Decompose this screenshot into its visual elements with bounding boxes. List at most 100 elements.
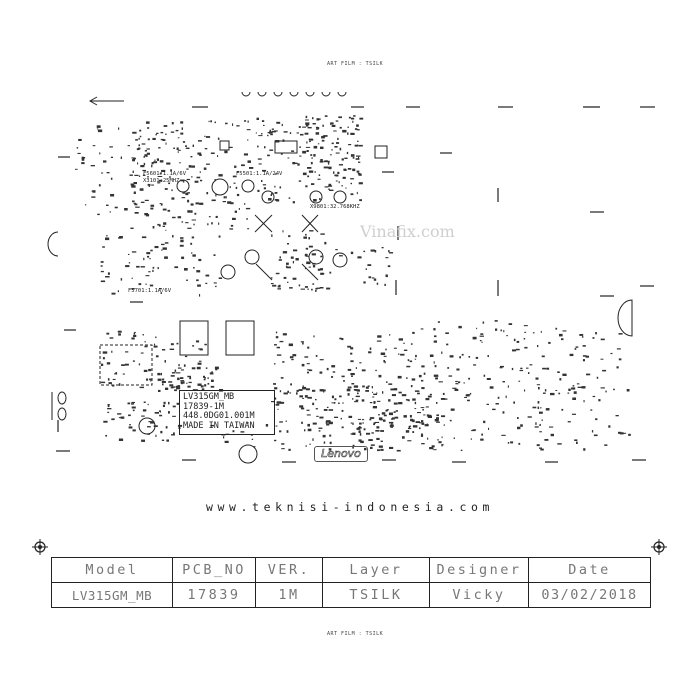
pad: [383, 360, 385, 363]
pad: [312, 123, 316, 125]
pad: [466, 394, 471, 396]
pad: [338, 164, 343, 166]
pad: [246, 422, 249, 424]
pad: [362, 385, 365, 388]
pad: [499, 367, 503, 369]
pad: [160, 203, 163, 206]
pad: [204, 384, 207, 387]
pad: [100, 381, 106, 384]
pad: [119, 236, 123, 239]
pad: [482, 321, 485, 324]
pad: [307, 127, 312, 129]
pad: [579, 334, 584, 336]
pad: [420, 434, 424, 437]
pad: [261, 133, 263, 135]
pad: [323, 166, 328, 169]
pad: [571, 413, 576, 415]
pad: [138, 137, 140, 140]
pad: [313, 335, 315, 338]
pad: [535, 422, 537, 425]
pad: [275, 272, 280, 275]
pad: [433, 361, 435, 364]
pad: [293, 249, 298, 252]
pad: [203, 379, 206, 381]
pad: [398, 353, 400, 355]
pad: [166, 162, 171, 165]
pad: [209, 372, 214, 375]
pad: [335, 180, 338, 182]
pad: [376, 426, 380, 429]
pad: [321, 135, 326, 138]
pad: [405, 399, 409, 401]
pad: [150, 204, 155, 207]
pad: [310, 154, 313, 156]
pad: [334, 398, 337, 401]
pad: [225, 122, 228, 125]
pad: [118, 333, 121, 336]
pad: [130, 227, 134, 229]
pad: [317, 118, 321, 120]
pad: [461, 353, 464, 356]
pad: [133, 332, 136, 335]
pad: [210, 120, 212, 123]
pad: [279, 186, 282, 189]
pad: [229, 186, 231, 189]
pad: [133, 191, 136, 194]
pad: [230, 224, 234, 227]
right-edge-notch: [617, 299, 633, 337]
pad: [215, 285, 217, 288]
pad: [141, 143, 146, 145]
pad: [269, 129, 271, 132]
pad: [312, 389, 316, 392]
pad: [398, 338, 403, 341]
pad: [192, 345, 195, 347]
pad: [363, 428, 366, 431]
pad: [574, 348, 577, 350]
pad: [227, 201, 232, 204]
pad: [100, 363, 104, 366]
pad: [472, 429, 477, 431]
pad: [371, 277, 375, 279]
pad: [204, 135, 206, 137]
pad: [133, 182, 137, 185]
pad: [359, 433, 362, 436]
pad: [307, 346, 310, 349]
pad: [218, 235, 221, 238]
pad: [228, 146, 233, 148]
pad: [128, 414, 131, 417]
pad: [204, 377, 206, 379]
pad: [200, 385, 204, 388]
pad: [110, 177, 113, 180]
pad: [335, 152, 340, 154]
pad: [143, 401, 146, 403]
pad: [316, 287, 321, 289]
pad: [146, 121, 150, 124]
pad: [437, 439, 439, 441]
pad: [348, 415, 353, 418]
pad: [233, 182, 236, 184]
pad: [575, 346, 579, 348]
pad: [280, 377, 284, 379]
pad: [592, 395, 596, 398]
pad: [164, 256, 168, 259]
pad: [333, 402, 336, 404]
pad: [345, 187, 347, 189]
pad: [352, 398, 354, 400]
pad: [406, 365, 411, 368]
pad: [374, 250, 377, 253]
pad: [518, 380, 521, 382]
pad: [128, 262, 131, 264]
pad: [187, 210, 191, 213]
pad: [133, 157, 136, 160]
pad: [83, 157, 86, 159]
pad: [369, 419, 372, 421]
pad: [171, 386, 176, 388]
pad: [166, 439, 169, 442]
pad: [318, 430, 321, 432]
pad: [511, 367, 514, 371]
pad: [191, 219, 196, 221]
pad: [205, 282, 208, 284]
pad: [194, 212, 197, 215]
pad: [581, 336, 584, 338]
pad: [279, 390, 282, 393]
